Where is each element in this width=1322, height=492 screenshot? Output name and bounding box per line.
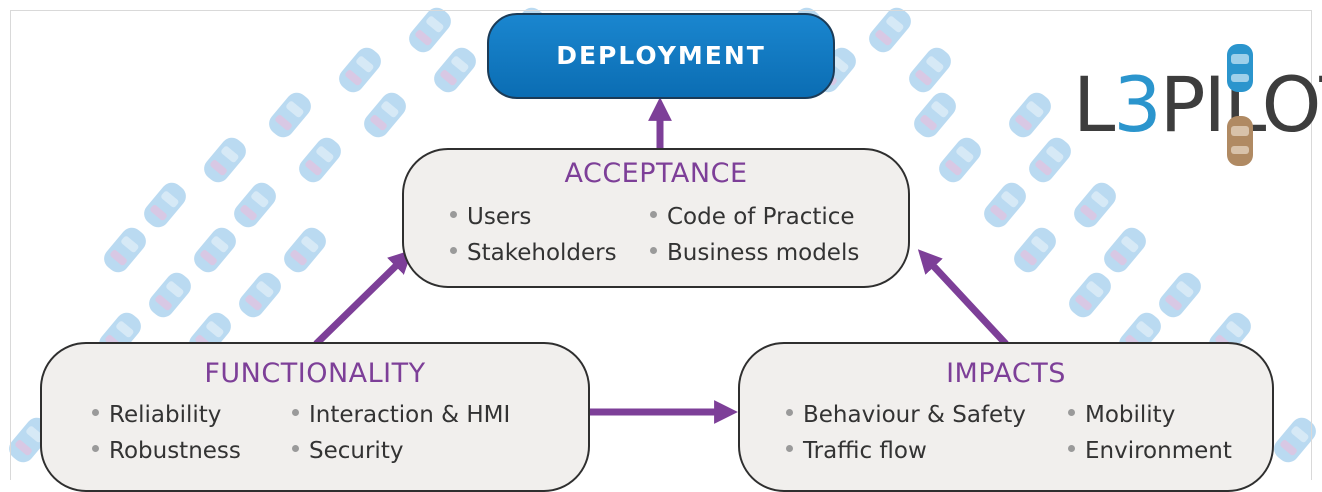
bullet-icon bbox=[92, 445, 99, 452]
item-label: Traffic flow bbox=[803, 438, 927, 464]
car-icon bbox=[1104, 227, 1146, 273]
bullet-icon bbox=[92, 409, 99, 416]
impacts-item: Environment bbox=[1068, 438, 1232, 464]
car-icon bbox=[364, 92, 406, 138]
car-icon bbox=[284, 227, 326, 273]
bullet-icon bbox=[450, 211, 457, 218]
car-icon bbox=[269, 92, 311, 138]
acceptance-title: ACCEPTANCE bbox=[564, 158, 748, 189]
car-icon bbox=[149, 272, 191, 318]
car-icon bbox=[1069, 272, 1111, 318]
car-icon bbox=[1074, 182, 1116, 228]
item-label: Interaction & HMI bbox=[309, 402, 511, 428]
car-icon bbox=[1029, 137, 1071, 183]
bullet-icon bbox=[1068, 445, 1075, 452]
car-icon bbox=[104, 227, 146, 273]
functionality-box: FUNCTIONALITY Reliability Interaction & … bbox=[40, 342, 590, 492]
car-icon bbox=[339, 47, 381, 93]
bullet-icon bbox=[1068, 409, 1075, 416]
impacts-item: Traffic flow bbox=[786, 438, 927, 464]
car-icon bbox=[144, 182, 186, 228]
item-label: Robustness bbox=[109, 438, 241, 464]
acceptance-item: Business models bbox=[650, 240, 859, 266]
item-label: Business models bbox=[667, 240, 860, 266]
item-label: Mobility bbox=[1085, 402, 1176, 428]
deployment-label: DEPLOYMENT bbox=[556, 41, 766, 70]
bullet-icon bbox=[450, 247, 457, 254]
car-icon bbox=[939, 137, 981, 183]
functionality-item: Interaction & HMI bbox=[292, 402, 510, 428]
logo-cars-icon bbox=[1227, 44, 1253, 166]
car-icon bbox=[299, 137, 341, 183]
diagram-canvas: DEPLOYMENT ACCEPTANCE Users Code of Prac… bbox=[9, 7, 1322, 492]
l3pilot-logo: L3PILOT bbox=[1073, 40, 1322, 170]
functionality-title: FUNCTIONALITY bbox=[204, 358, 426, 389]
item-label: Behaviour & Safety bbox=[803, 402, 1026, 428]
car-icon bbox=[1274, 417, 1316, 463]
car-icon bbox=[434, 47, 476, 93]
item-label: Environment bbox=[1085, 438, 1232, 464]
deployment-box: DEPLOYMENT bbox=[487, 13, 835, 99]
item-label: Security bbox=[309, 438, 404, 464]
logo-wordmark: L3PILOT bbox=[1073, 60, 1322, 149]
functionality-item: Security bbox=[292, 438, 403, 464]
impacts-item: Mobility bbox=[1068, 402, 1175, 428]
item-label: Code of Practice bbox=[667, 204, 855, 230]
bullet-icon bbox=[786, 445, 793, 452]
acceptance-box: ACCEPTANCE Users Code of Practice Stakeh… bbox=[402, 148, 910, 288]
arrow-functionality-to-acceptance bbox=[313, 249, 413, 347]
arrows bbox=[313, 97, 1009, 424]
acceptance-item: Code of Practice bbox=[650, 204, 855, 230]
item-label: Reliability bbox=[109, 402, 222, 428]
bullet-icon bbox=[650, 211, 657, 218]
car-icon bbox=[234, 182, 276, 228]
car-icon bbox=[409, 7, 451, 53]
functionality-item: Robustness bbox=[92, 438, 241, 464]
bullet-icon bbox=[292, 409, 299, 416]
bullet-icon bbox=[786, 409, 793, 416]
car-icon bbox=[194, 227, 236, 273]
acceptance-item: Users bbox=[450, 204, 531, 230]
impacts-title: IMPACTS bbox=[946, 358, 1066, 389]
car-icon bbox=[239, 272, 281, 318]
impacts-box: IMPACTS Behaviour & Safety Mobility Traf… bbox=[738, 342, 1274, 492]
car-icon bbox=[1009, 92, 1051, 138]
car-icon bbox=[909, 47, 951, 93]
bullet-icon bbox=[650, 247, 657, 254]
car-icon bbox=[914, 92, 956, 138]
acceptance-item: Stakeholders bbox=[450, 240, 617, 266]
impacts-item: Behaviour & Safety bbox=[786, 402, 1026, 428]
arrow-impacts-to-acceptance bbox=[917, 249, 1009, 347]
bullet-icon bbox=[292, 445, 299, 452]
car-icon bbox=[869, 7, 911, 53]
car-icon bbox=[204, 137, 246, 183]
item-label: Users bbox=[467, 204, 532, 230]
item-label: Stakeholders bbox=[467, 240, 617, 266]
car-icon bbox=[1159, 272, 1201, 318]
functionality-item: Reliability bbox=[92, 402, 221, 428]
car-icon bbox=[1014, 227, 1056, 273]
car-icon bbox=[984, 182, 1026, 228]
